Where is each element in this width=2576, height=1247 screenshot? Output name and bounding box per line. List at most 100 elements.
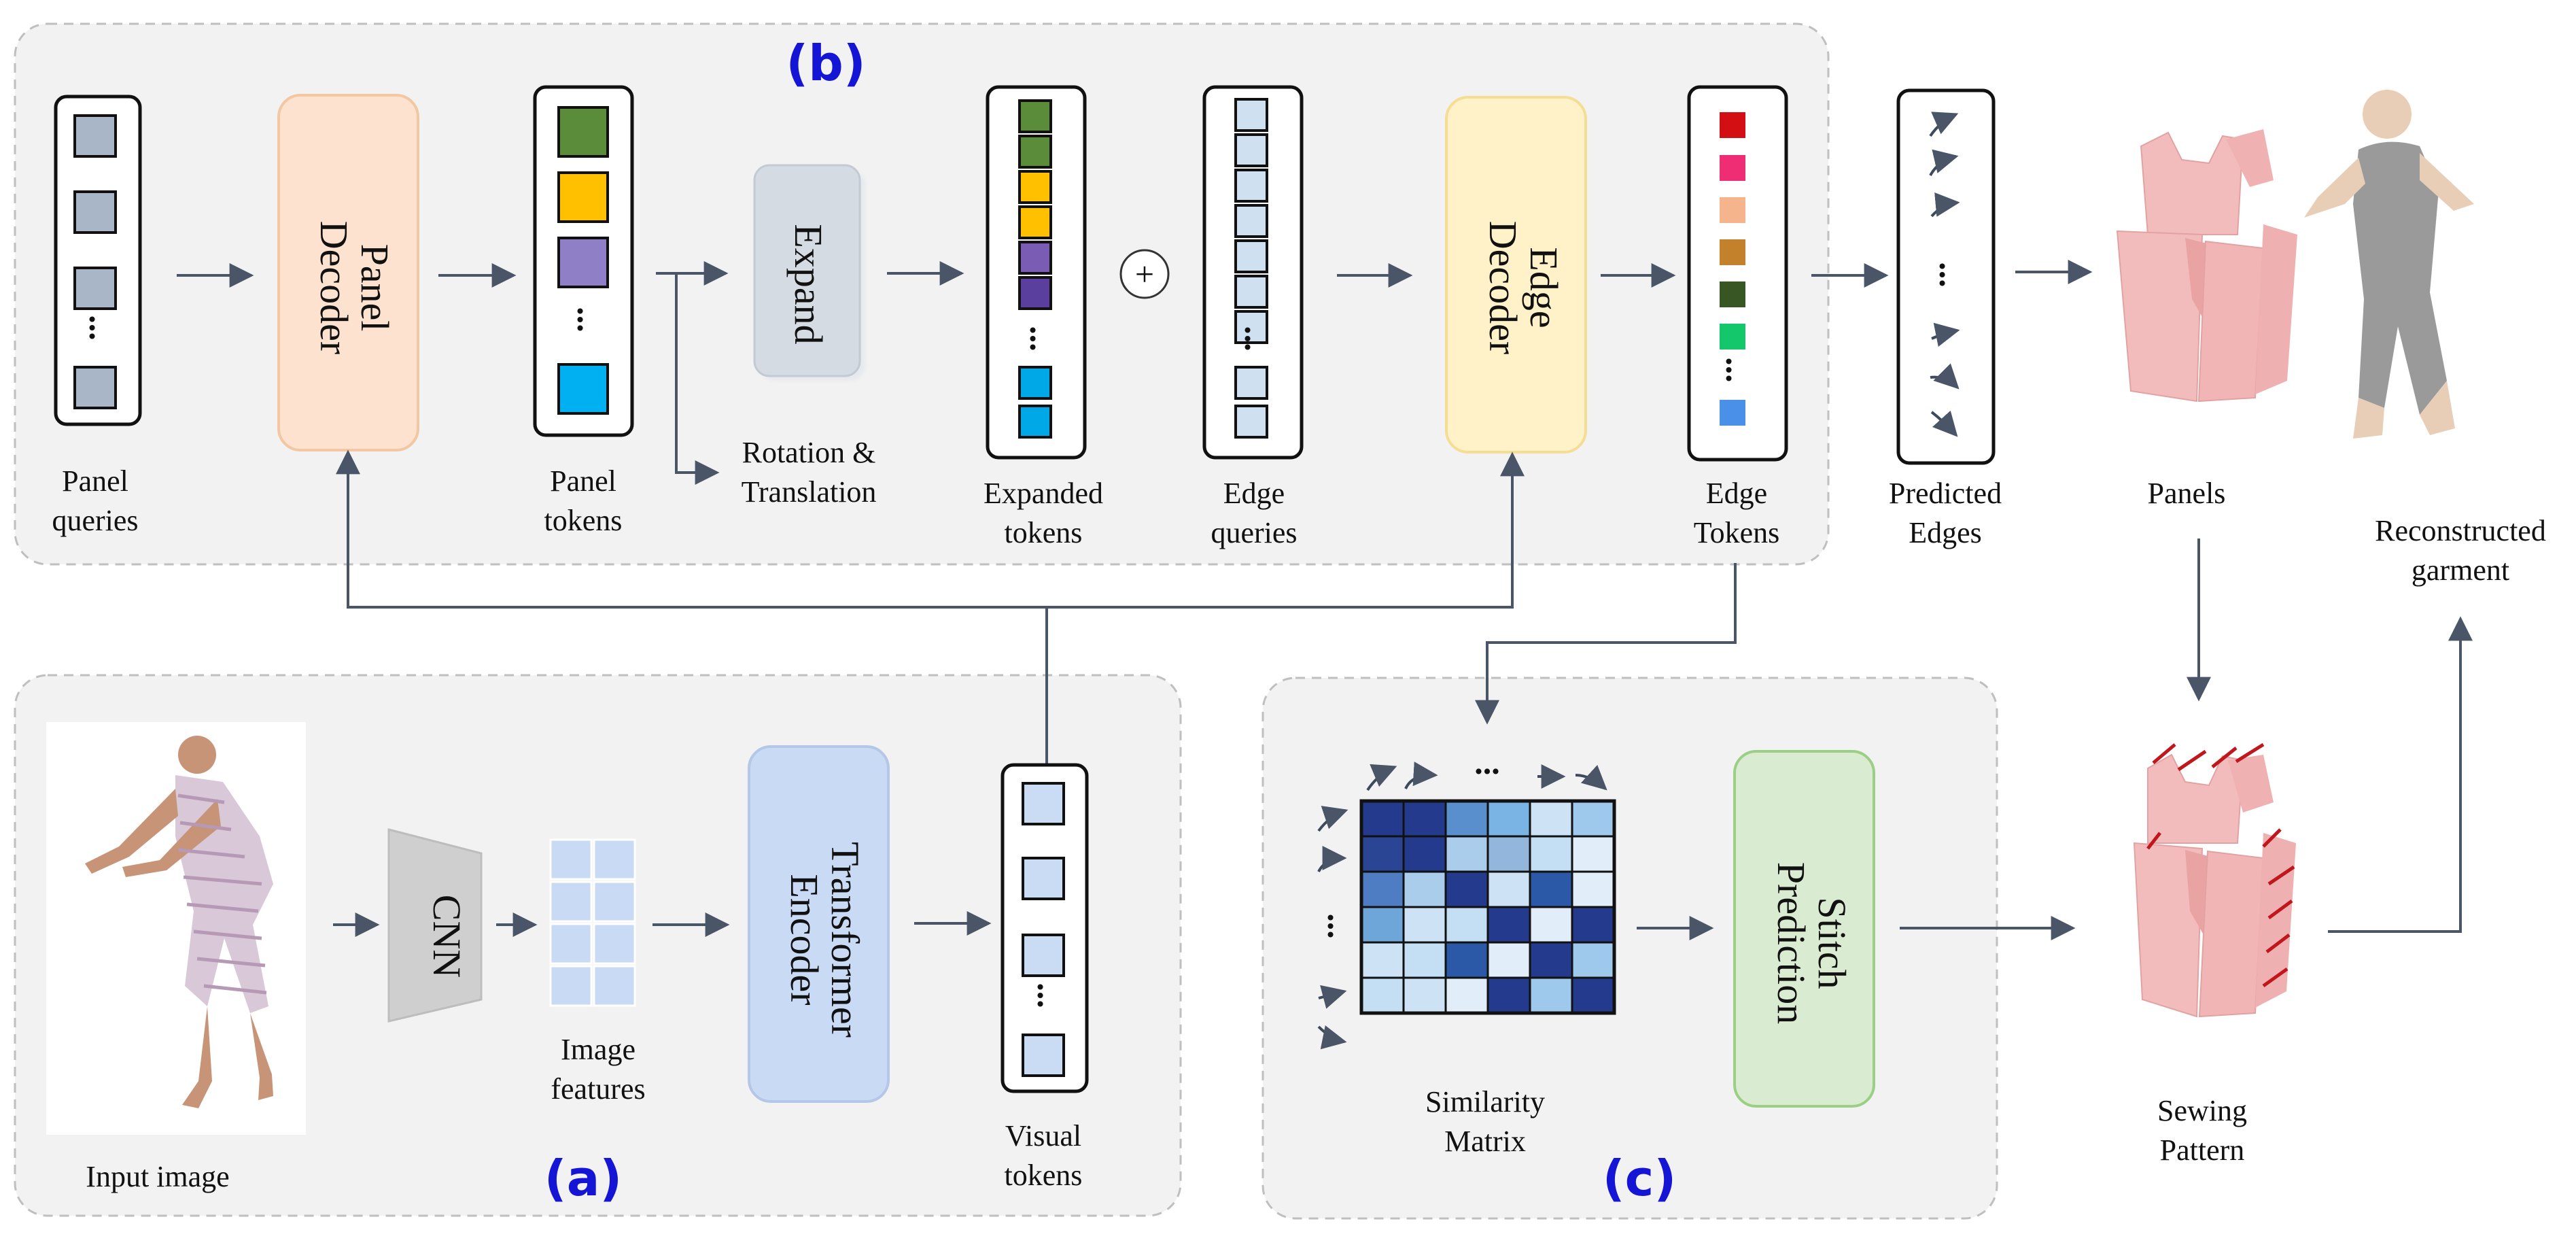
similarity-cell — [1360, 870, 1405, 908]
visual-token-square — [1022, 934, 1065, 977]
similarity-cell — [1402, 835, 1447, 873]
expanded-token-square — [1018, 135, 1052, 169]
edge-token-square — [1720, 324, 1745, 349]
similarity-cell — [1529, 835, 1573, 873]
similarity-matrix-label-1: Similarity — [1425, 1085, 1545, 1118]
similarity-matrix-label-2: Matrix — [1444, 1125, 1526, 1158]
edge-token-square — [1720, 281, 1745, 307]
similarity-cell — [1571, 870, 1616, 908]
similarity-cell — [1360, 835, 1405, 873]
panel-queries-label-2: queries — [52, 504, 138, 537]
edge-arrow-icon — [1929, 112, 1960, 437]
expanded-tokens-label-1: Expanded — [984, 477, 1103, 510]
ellipsis: ... — [1474, 743, 1500, 781]
similarity-cell — [1444, 800, 1489, 838]
similarity-cell — [1486, 870, 1531, 908]
stitch-prediction-label-1: Stitch — [1810, 897, 1854, 989]
edge-query-square — [1234, 98, 1268, 132]
panel-tokens-label-2: tokens — [544, 504, 623, 537]
similarity-cell — [1571, 906, 1616, 944]
edge-query-square — [1234, 169, 1268, 203]
plus-label: + — [1135, 255, 1154, 293]
edge-decoder-label-2: Decoder — [1481, 221, 1525, 354]
ellipsis: ... — [1719, 357, 1757, 383]
section-b-background — [14, 22, 1830, 566]
similarity-cell — [1571, 800, 1616, 838]
input-image-label: Input image — [86, 1160, 229, 1193]
similarity-cell — [1486, 941, 1531, 979]
similarity-cell — [1444, 906, 1489, 944]
edge-token-square — [1720, 197, 1745, 223]
visual-tokens-label-2: tokens — [1005, 1159, 1083, 1192]
visual-token-square — [1022, 857, 1065, 900]
edge-query-square — [1234, 204, 1268, 238]
similarity-cell — [1444, 835, 1489, 873]
edge-queries-label-1: Edge — [1223, 477, 1285, 510]
similarity-cell — [1444, 976, 1489, 1014]
similarity-cell — [1360, 906, 1405, 944]
similarity-cell — [1529, 800, 1573, 838]
section-label-a: (a) — [544, 1150, 622, 1207]
similarity-cell — [1360, 976, 1405, 1014]
visual-tokens-label-1: Visual — [1005, 1119, 1081, 1152]
reconstructed-garment-illustration — [2304, 90, 2474, 439]
similarity-matrix-border — [1359, 799, 1616, 1015]
query-square — [73, 267, 117, 310]
image-feature-cell — [593, 838, 636, 881]
rotation-translation-label-2: Translation — [742, 475, 877, 509]
arrow — [1475, 563, 1737, 725]
panel-decoder-label-2: Decoder — [312, 221, 356, 354]
edge-token-square — [1720, 400, 1745, 426]
similarity-cell — [1529, 870, 1573, 908]
similarity-cell — [1486, 835, 1531, 873]
edge-query-square — [1234, 310, 1268, 344]
panel-queries-column: ... — [54, 95, 142, 426]
plus-operator — [1119, 249, 1170, 299]
similarity-cell — [1529, 976, 1573, 1014]
expanded-token-square — [1018, 170, 1052, 204]
similarity-cell — [1402, 870, 1447, 908]
query-square — [73, 190, 117, 234]
arrow — [2328, 616, 2473, 933]
section-label-b: (b) — [786, 35, 865, 92]
similarity-matrix-column-arrows — [1366, 762, 1607, 791]
image-feature-cell — [593, 881, 636, 923]
edge-queries-column: ... — [1202, 85, 1304, 460]
edge-decoder-label-1: Edge — [1522, 247, 1566, 328]
input-person-illustration — [85, 736, 273, 1108]
visual-tokens-column: ... — [1000, 763, 1089, 1093]
edge-query-square — [1234, 366, 1268, 400]
panel-token-square — [557, 106, 609, 158]
image-feature-cell — [593, 965, 636, 1007]
ellipsis: ... — [570, 307, 608, 332]
sewing-pattern-label-1: Sewing — [2157, 1094, 2247, 1127]
similarity-cell — [1571, 835, 1616, 873]
sewing-pattern-illustration — [2133, 742, 2296, 1018]
similarity-matrix-row-arrows — [1317, 806, 1348, 1050]
similarity-cell — [1402, 906, 1447, 944]
ellipsis: ... — [1030, 983, 1068, 1008]
similarity-cell — [1486, 976, 1531, 1014]
image-feature-cell — [549, 881, 593, 923]
similarity-cell — [1360, 941, 1405, 979]
panel-token-square — [557, 363, 609, 415]
image-feature-cell — [549, 838, 593, 881]
edge-tokens-label-2: Tokens — [1694, 516, 1779, 549]
panel-token-square — [557, 237, 609, 288]
expand-block — [753, 164, 861, 377]
edge-queries-label-2: queries — [1211, 516, 1297, 549]
similarity-matrix — [1359, 799, 1616, 1015]
edge-token-square — [1720, 155, 1745, 181]
ellipsis: ... — [82, 315, 120, 341]
section-label-c: (c) — [1603, 1150, 1677, 1207]
ellipsis: ... — [1023, 326, 1061, 352]
predicted-edges-label-2: Edges — [1909, 516, 1982, 549]
query-square — [73, 114, 117, 158]
panels-label: Panels — [2148, 477, 2226, 510]
ellipsis: ... — [1932, 262, 1970, 288]
rotation-translation-label-1: Rotation & — [742, 436, 876, 469]
expanded-token-square — [1018, 205, 1052, 239]
sewing-pattern-label-2: Pattern — [2160, 1133, 2245, 1167]
edge-query-square — [1234, 239, 1268, 273]
